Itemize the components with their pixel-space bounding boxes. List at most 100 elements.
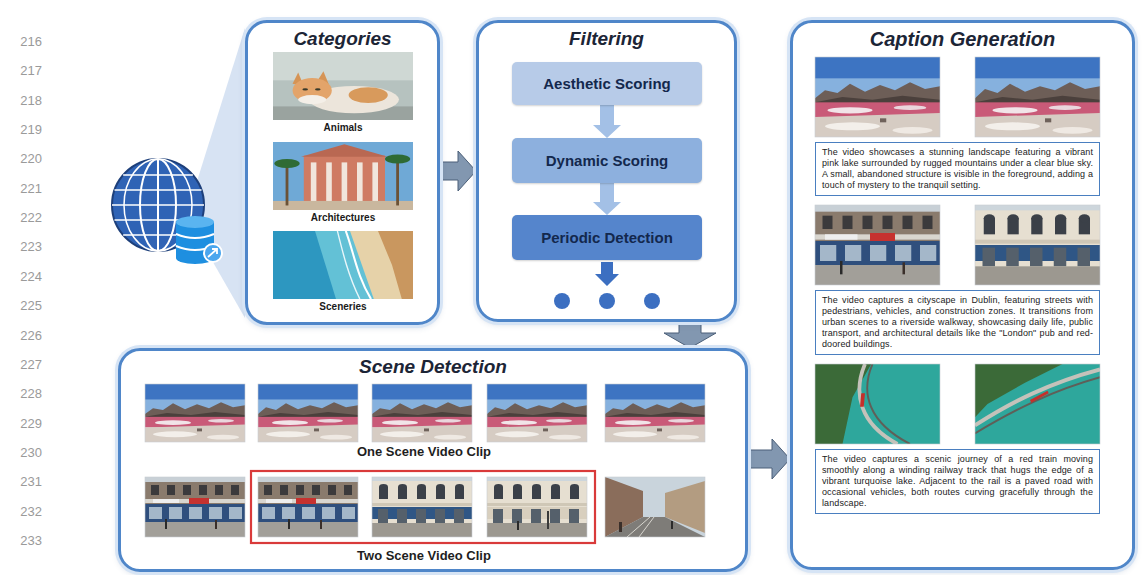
frame-edge [145,384,245,442]
window-arch [1055,214,1066,222]
window [328,485,336,495]
shop-window [342,507,355,519]
salt-patch [985,122,1040,130]
shop-window [895,245,911,261]
photo-frame [145,384,245,442]
shed [197,428,202,431]
shop-window [282,507,295,519]
shop-sign [189,498,209,504]
parallel [112,204,204,206]
stage-title: Scene Detection [121,356,745,378]
facade [258,477,358,537]
lamp-post [547,511,549,529]
photo-frame [975,205,1100,285]
person [517,521,519,530]
shop-sign [153,499,179,503]
process-box: Aesthetic Scoring [512,62,702,105]
highlight-box [251,471,595,543]
shore [372,425,472,442]
train [860,393,865,406]
cliff [378,231,413,299]
line-number: 218 [2,93,42,109]
line-number: 227 [2,357,42,373]
lake [815,364,940,444]
column [326,162,332,203]
train [1030,391,1049,403]
window [167,485,175,495]
caption-text: The video captures a cityscape in Dublin… [822,295,1093,350]
photo-frame [605,477,705,537]
category-image: Sceneries [273,231,413,313]
window-arch [398,484,407,490]
window [264,485,272,495]
stage-panel: Caption GenerationThe video showcases a … [790,20,1135,570]
ledge [975,240,1100,244]
fan-highlight [198,28,245,318]
shop-window [820,245,836,261]
shop-window [870,245,886,261]
frame-edge [145,477,245,537]
parallel [123,174,193,176]
frame-edge [975,205,1100,285]
salt-patch [825,122,880,130]
window-arch [494,484,503,490]
person [903,262,906,274]
window [231,485,239,495]
category-label: Architectures [273,212,413,224]
salt-flat [615,420,651,425]
shore [605,425,705,442]
sky [258,477,358,482]
shop-sign [296,498,316,504]
sidewalk [258,522,358,537]
caption-box: The video showcases a stunning landscape… [815,142,1100,196]
frame-edge [487,384,587,442]
sky [815,205,940,212]
salt-flat [894,105,927,110]
shed [657,428,662,431]
sidewalk [145,522,245,537]
column [357,162,363,203]
frame-edge [258,384,358,442]
salt-flat [382,420,418,425]
salt-flat [1049,105,1082,110]
shop-window [920,245,936,261]
sky-haze [487,399,587,416]
sky [273,142,413,210]
frame-edge [372,477,472,537]
process-box: Dynamic Scoring [512,138,702,183]
category-photo [273,52,413,120]
window [843,216,853,229]
shop-window [302,507,315,519]
shop-window [149,507,162,519]
door [397,509,407,523]
door [416,509,426,523]
window [883,216,893,229]
window-arch [551,484,560,490]
mountain [487,402,587,417]
sky [372,477,472,481]
salt-patch [434,435,466,440]
sky [605,477,705,537]
shop-window [322,507,335,519]
salt-flat [501,420,537,425]
railway [975,377,1100,433]
window-arch [532,484,541,490]
window [296,485,304,495]
lake [975,364,1100,444]
shop-window [229,507,242,519]
column [342,162,348,203]
mountain [258,402,358,417]
photo-frame [815,57,940,137]
line-number: 224 [2,269,42,285]
shop-window [262,507,275,519]
door [1030,248,1043,267]
facade [815,205,940,285]
salt-patch [380,431,424,437]
window [823,216,833,229]
photo-frame [372,384,472,442]
salt-patch [320,435,352,440]
salt-flat [272,420,308,425]
line-number: 233 [2,533,42,549]
storefront [145,504,245,522]
category-image: Animals [273,52,413,134]
